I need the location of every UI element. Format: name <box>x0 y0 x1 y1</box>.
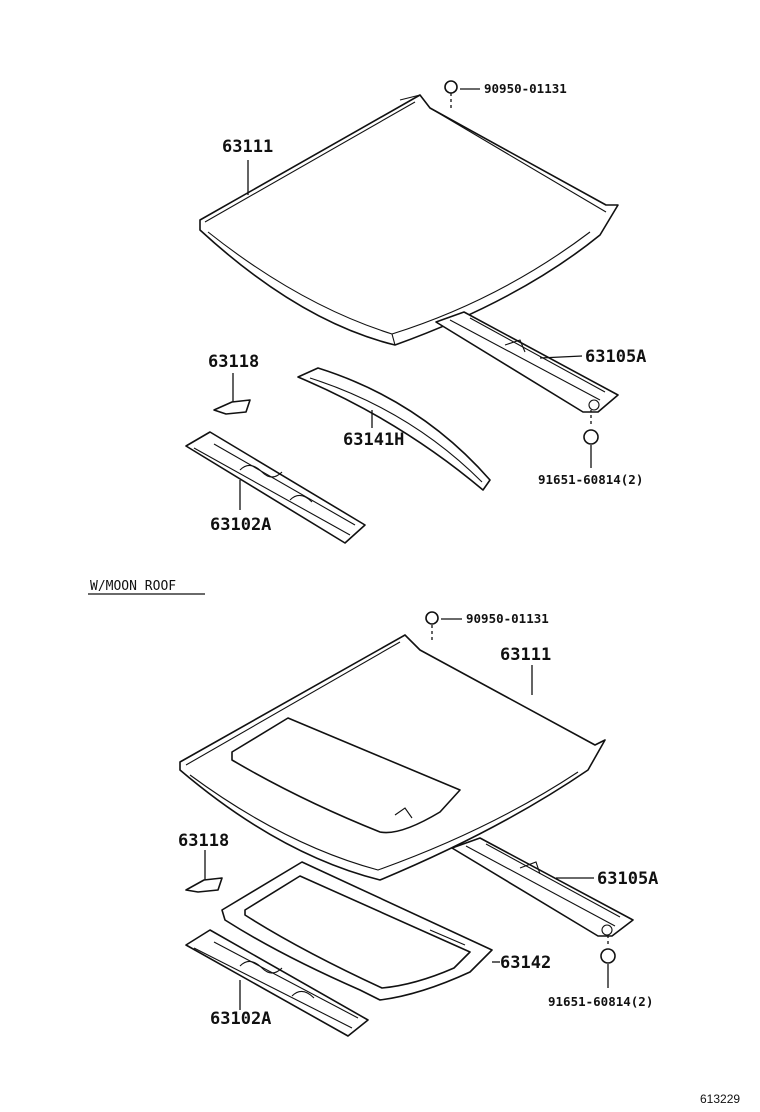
figure-number: 613229 <box>700 1092 740 1106</box>
upper-header-label: 63141H <box>343 430 404 450</box>
lower-clip-label: 90950-01131 <box>466 611 549 626</box>
lower-bracket-label: 63118 <box>178 831 229 851</box>
upper-nut-label: 91651-60814(2) <box>538 472 643 487</box>
upper-rear-rail-label: 63105A <box>585 347 646 367</box>
lower-roof-label: 63111 <box>500 645 551 665</box>
upper-roof-panel <box>199 94 619 346</box>
upper-front-rail <box>185 431 366 544</box>
lower-front-rail-label: 63102A <box>210 1009 271 1029</box>
lower-rear-rail-label: 63105A <box>597 869 658 889</box>
upper-bracket-label: 63118 <box>208 352 259 372</box>
upper-header-panel <box>297 367 491 491</box>
upper-roof-clip <box>444 80 480 110</box>
lower-front-rail <box>185 929 369 1037</box>
lower-nut <box>600 935 616 988</box>
upper-rear-rail <box>435 311 619 413</box>
lower-moon-roof-frame <box>221 861 500 1001</box>
upper-rear-rail-leader <box>539 355 583 359</box>
lower-rear-rail <box>451 837 634 937</box>
upper-clip-label: 90950-01131 <box>484 81 567 96</box>
upper-roof-label: 63111 <box>222 137 273 157</box>
moon-roof-caption: W/MOON ROOF <box>90 579 176 594</box>
lower-frame-label: 63142 <box>500 953 551 973</box>
lower-roof-panel <box>179 634 606 881</box>
lower-roof-clip <box>425 611 462 640</box>
upper-nut <box>583 410 599 468</box>
lower-nut-label: 91651-60814(2) <box>548 994 653 1009</box>
upper-bracket <box>213 373 251 415</box>
lower-bracket <box>185 850 223 893</box>
upper-front-rail-label: 63102A <box>210 515 271 535</box>
